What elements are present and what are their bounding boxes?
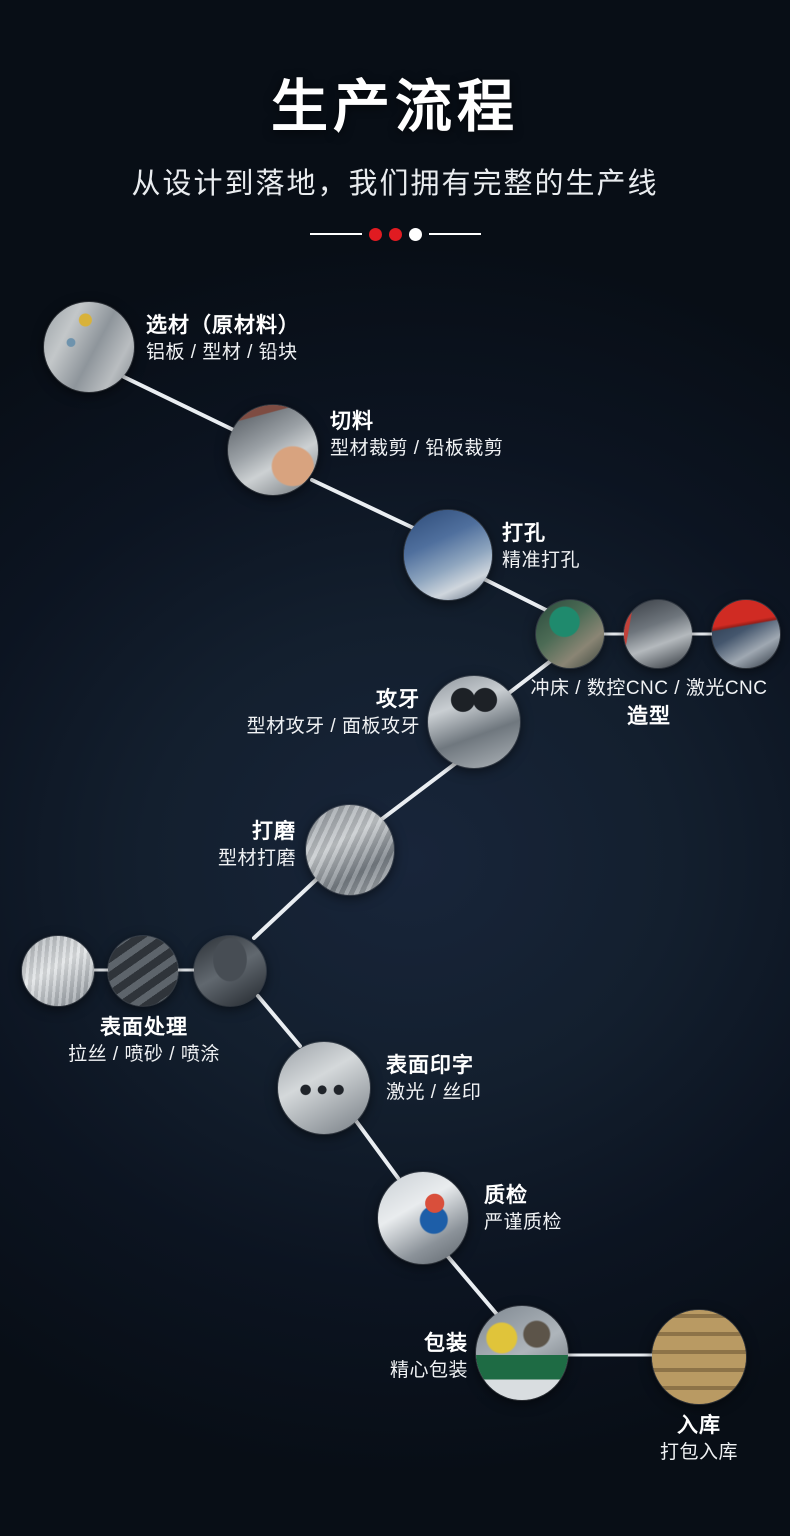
step-drilling-image [404, 510, 492, 600]
page-subtitle: 从设计到落地，我们拥有完整的生产线 [131, 167, 659, 200]
step-desc: 激光 / 丝印 [386, 1082, 482, 1104]
step-warehouse-image [652, 1310, 746, 1404]
step-desc: 严谨质检 [484, 1212, 563, 1234]
step-printing-label: 表面印字 激光 / 丝印 [386, 1052, 481, 1107]
step-material-image [44, 302, 134, 392]
step-desc: 精心包装 [389, 1360, 468, 1382]
step-inspection-image [378, 1172, 468, 1264]
step-desc: 型材攻牙 / 面板攻牙 [246, 716, 420, 738]
step-title: 打孔 [502, 522, 546, 545]
step-surface-label: 表面处理 拉丝 / 喷砂 / 喷涂 [0, 1014, 288, 1069]
step-title: 表面处理 [100, 1016, 188, 1039]
forming-machine-punch-press-image [536, 600, 604, 668]
step-desc: 冲床 / 数控CNC / 激光CNC [530, 678, 768, 699]
step-title: 表面印字 [386, 1054, 474, 1077]
step-forming-label: 冲床 / 数控CNC / 激光CNC 造型 [508, 676, 790, 731]
page-title: 生产流程 [271, 75, 519, 139]
step-tapping-image [428, 676, 520, 768]
title-divider [0, 227, 790, 241]
step-title: 打磨 [252, 820, 296, 843]
step-desc: 铝板 / 型材 / 铅块 [146, 342, 298, 364]
step-warehouse-label: 入库 打包入库 [604, 1412, 790, 1467]
red-dot-icon [388, 227, 402, 241]
step-title: 选材（原材料） [146, 314, 300, 337]
step-packaging-label: 包装 精心包装 [236, 1330, 468, 1385]
step-desc: 型材打磨 [217, 848, 296, 870]
surface-method-sandblast-image [108, 936, 178, 1006]
step-tapping-label: 攻牙 型材攻牙 / 面板攻牙 [148, 686, 420, 741]
step-title: 质检 [484, 1184, 528, 1207]
step-title: 攻牙 [376, 688, 420, 711]
surface-method-coating-image [194, 936, 266, 1006]
step-inspection-label: 质检 严谨质检 [484, 1182, 562, 1237]
step-title: 切料 [330, 410, 374, 433]
step-cutting-label: 切料 型材裁剪 / 铅板裁剪 [330, 408, 503, 463]
step-cutting-image [228, 405, 318, 495]
step-desc: 拉丝 / 喷砂 / 喷涂 [68, 1044, 220, 1066]
divider-rule-left [309, 233, 362, 236]
step-desc: 打包入库 [659, 1442, 738, 1464]
step-material-label: 选材（原材料） 铝板 / 型材 / 铅块 [146, 312, 300, 367]
step-packaging-image [476, 1306, 568, 1400]
step-desc: 型材裁剪 / 铅板裁剪 [330, 438, 504, 460]
step-grinding-label: 打磨 型材打磨 [58, 818, 296, 873]
surface-method-brushed-image [22, 936, 94, 1006]
forming-machine-laser-image [712, 600, 780, 668]
step-desc: 精准打孔 [502, 550, 581, 572]
forming-machine-cnc-image [624, 600, 692, 668]
white-dot-icon [408, 227, 422, 241]
step-title: 造型 [627, 704, 671, 728]
step-title: 入库 [677, 1414, 721, 1437]
divider-rule-right [428, 233, 481, 236]
page-header: 生产流程 从设计到落地，我们拥有完整的生产线 [0, 0, 790, 241]
step-drilling-label: 打孔 精准打孔 [502, 520, 580, 575]
red-dot-icon [368, 227, 382, 241]
step-title: 包装 [424, 1332, 468, 1355]
step-printing-image [278, 1042, 370, 1134]
step-grinding-image [306, 805, 394, 895]
